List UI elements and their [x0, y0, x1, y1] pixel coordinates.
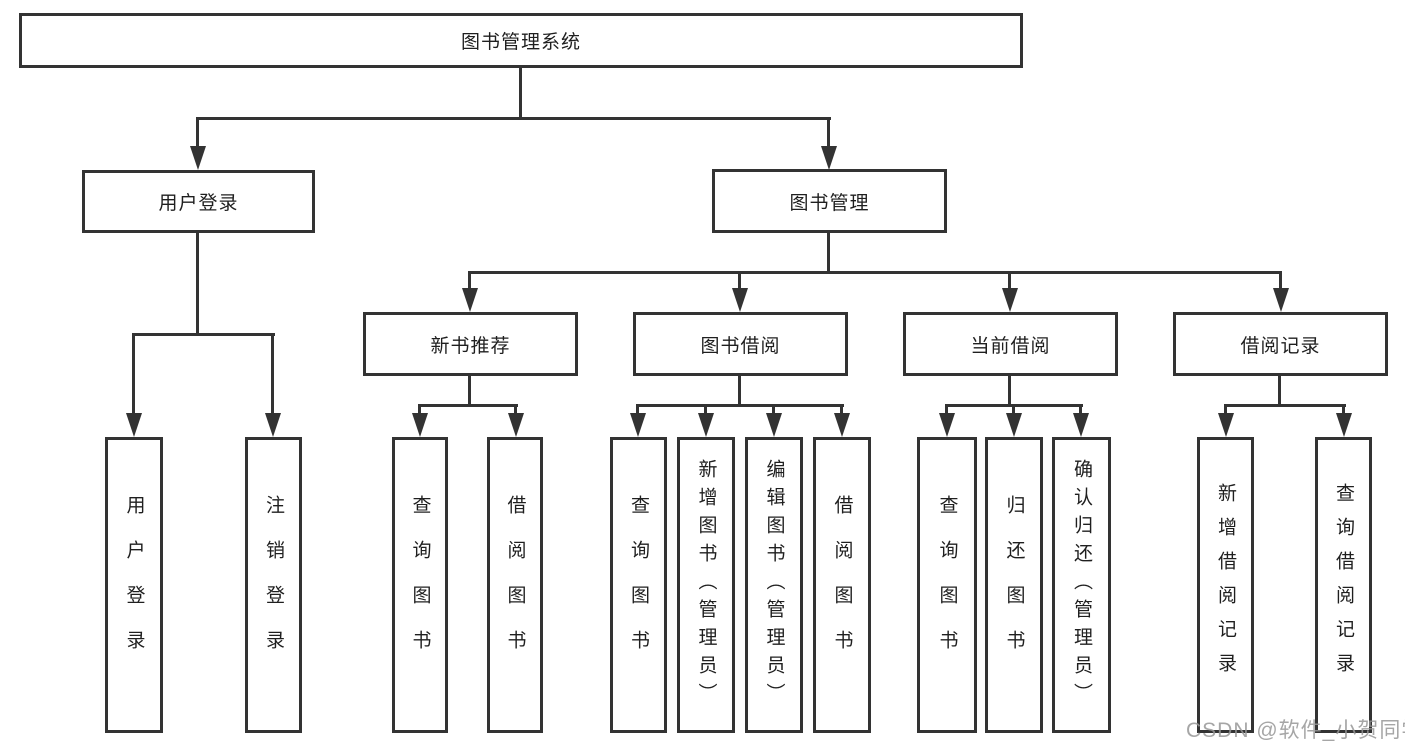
- node-current-borrow: 当前借阅: [903, 312, 1118, 376]
- arrow-to-query-books-c: [939, 413, 955, 437]
- connector-stub-edit-books: [772, 404, 775, 416]
- connector-stub-current-borrow: [1008, 271, 1011, 291]
- node-user-login-leaf: 用户登录: [105, 437, 163, 733]
- node-add-books-admin: 新增图书（管理员）: [677, 437, 735, 733]
- arrow-to-query-borrow-record: [1336, 413, 1352, 437]
- connector-stub-logout-leaf: [271, 333, 274, 415]
- csdn-watermark: CSDN @软件_小贺同学: [1186, 719, 1405, 742]
- node-borrow-records-label: 借阅记录: [1240, 335, 1321, 357]
- node-book-management-label: 图书管理: [789, 192, 870, 214]
- node-return-books: 归还图书: [985, 437, 1043, 733]
- node-query-borrow-record-label: 查询借阅记录: [1333, 483, 1354, 687]
- node-new-book-recommend-label: 新书推荐: [430, 335, 511, 357]
- connector-book-management-crossbar: [468, 271, 1282, 274]
- node-query-books-b-label: 查询图书: [628, 495, 649, 675]
- node-confirm-return-admin-label: 确认归还（管理员）: [1071, 459, 1092, 711]
- node-new-book-recommend: 新书推荐: [363, 312, 578, 376]
- node-borrow-books-b: 借阅图书: [813, 437, 871, 733]
- node-borrow-books-a-label: 借阅图书: [504, 495, 526, 675]
- node-user-login: 用户登录: [82, 170, 315, 233]
- arrow-to-user-login: [190, 146, 206, 170]
- node-borrow-books-b-label: 借阅图书: [831, 495, 853, 675]
- node-query-books-c: 查询图书: [917, 437, 977, 733]
- connector-current-borrow-trunk: [1008, 376, 1011, 406]
- arrow-to-confirm-return: [1073, 413, 1089, 437]
- arrow-to-add-borrow-record: [1218, 413, 1234, 437]
- node-borrow-records: 借阅记录: [1173, 312, 1388, 376]
- node-add-books-admin-label: 新增图书（管理员）: [695, 459, 717, 711]
- connector-stub-return-books: [1012, 404, 1015, 416]
- connector-stub-query-books-b: [636, 404, 639, 416]
- connector-stub-query-borrow-record: [1342, 404, 1345, 416]
- node-query-books-a-label: 查询图书: [409, 495, 431, 675]
- node-book-borrow: 图书借阅: [633, 312, 848, 376]
- arrow-to-query-books-b: [630, 413, 646, 437]
- arrow-to-return-books: [1006, 413, 1022, 437]
- node-query-books-b: 查询图书: [610, 437, 667, 733]
- connector-book-borrow-crossbar: [636, 404, 844, 407]
- arrow-to-user-login-leaf: [126, 413, 142, 437]
- node-query-books-c-label: 查询图书: [936, 495, 958, 675]
- node-query-borrow-record: 查询借阅记录: [1315, 437, 1372, 733]
- connector-new-book-trunk: [468, 376, 471, 406]
- node-logout-leaf-label: 注销登录: [263, 495, 284, 675]
- connector-stub-book-management: [827, 117, 830, 149]
- node-user-login-leaf-label: 用户登录: [123, 495, 145, 675]
- arrow-to-book-management: [821, 146, 837, 170]
- node-book-management: 图书管理: [712, 169, 947, 233]
- connector-book-management-trunk: [827, 233, 830, 273]
- connector-stub-add-borrow-record: [1224, 404, 1227, 416]
- connector-user-login-trunk: [196, 233, 199, 335]
- node-borrow-books-a: 借阅图书: [487, 437, 543, 733]
- arrow-to-book-borrow: [732, 288, 748, 312]
- connector-stub-borrow-books-a: [514, 404, 517, 416]
- arrow-to-query-books-a: [412, 413, 428, 437]
- connector-borrow-records-crossbar: [1224, 404, 1346, 407]
- arrow-to-new-book-recommend: [462, 288, 478, 312]
- connector-stub-new-book: [468, 271, 471, 291]
- node-current-borrow-label: 当前借阅: [970, 335, 1051, 357]
- connector-stub-borrow-records: [1279, 271, 1282, 291]
- connector-root-trunk: [519, 66, 522, 118]
- arrow-to-borrow-books-b: [834, 413, 850, 437]
- arrow-to-logout-leaf: [265, 413, 281, 437]
- connector-book-borrow-trunk: [738, 376, 741, 406]
- connector-stub-add-books: [704, 404, 707, 416]
- connector-stub-user-login-leaf: [132, 333, 135, 415]
- connector-new-book-crossbar: [418, 404, 518, 407]
- arrow-to-add-books: [698, 413, 714, 437]
- connector-stub-book-borrow: [738, 271, 741, 291]
- connector-stub-query-books-a: [418, 404, 421, 416]
- arrow-to-borrow-records: [1273, 288, 1289, 312]
- node-edit-books-admin-label: 编辑图书（管理员）: [763, 459, 785, 711]
- node-confirm-return-admin: 确认归还（管理员）: [1052, 437, 1111, 733]
- node-return-books-label: 归还图书: [1003, 495, 1025, 675]
- node-query-books-a: 查询图书: [392, 437, 448, 733]
- arrow-to-edit-books: [766, 413, 782, 437]
- connector-borrow-records-trunk: [1278, 376, 1281, 406]
- connector-stub-borrow-books-b: [840, 404, 843, 416]
- node-user-login-label: 用户登录: [158, 193, 239, 214]
- node-logout-leaf: 注销登录: [245, 437, 302, 733]
- node-library-management-system: 图书管理系统: [19, 13, 1023, 68]
- node-library-management-system-label: 图书管理系统: [460, 32, 581, 53]
- node-book-borrow-label: 图书借阅: [700, 335, 781, 357]
- connector-stub-query-books-c: [945, 404, 948, 416]
- arrow-to-current-borrow: [1002, 288, 1018, 312]
- node-add-borrow-record-label: 新增借阅记录: [1215, 483, 1236, 687]
- connector-stub-user-login: [196, 117, 199, 149]
- arrow-to-borrow-books-a: [508, 413, 524, 437]
- connector-stub-confirm-return: [1079, 404, 1082, 416]
- node-add-borrow-record: 新增借阅记录: [1197, 437, 1254, 733]
- connector-root-crossbar: [196, 117, 831, 120]
- node-edit-books-admin: 编辑图书（管理员）: [745, 437, 803, 733]
- connector-user-login-crossbar: [132, 333, 275, 336]
